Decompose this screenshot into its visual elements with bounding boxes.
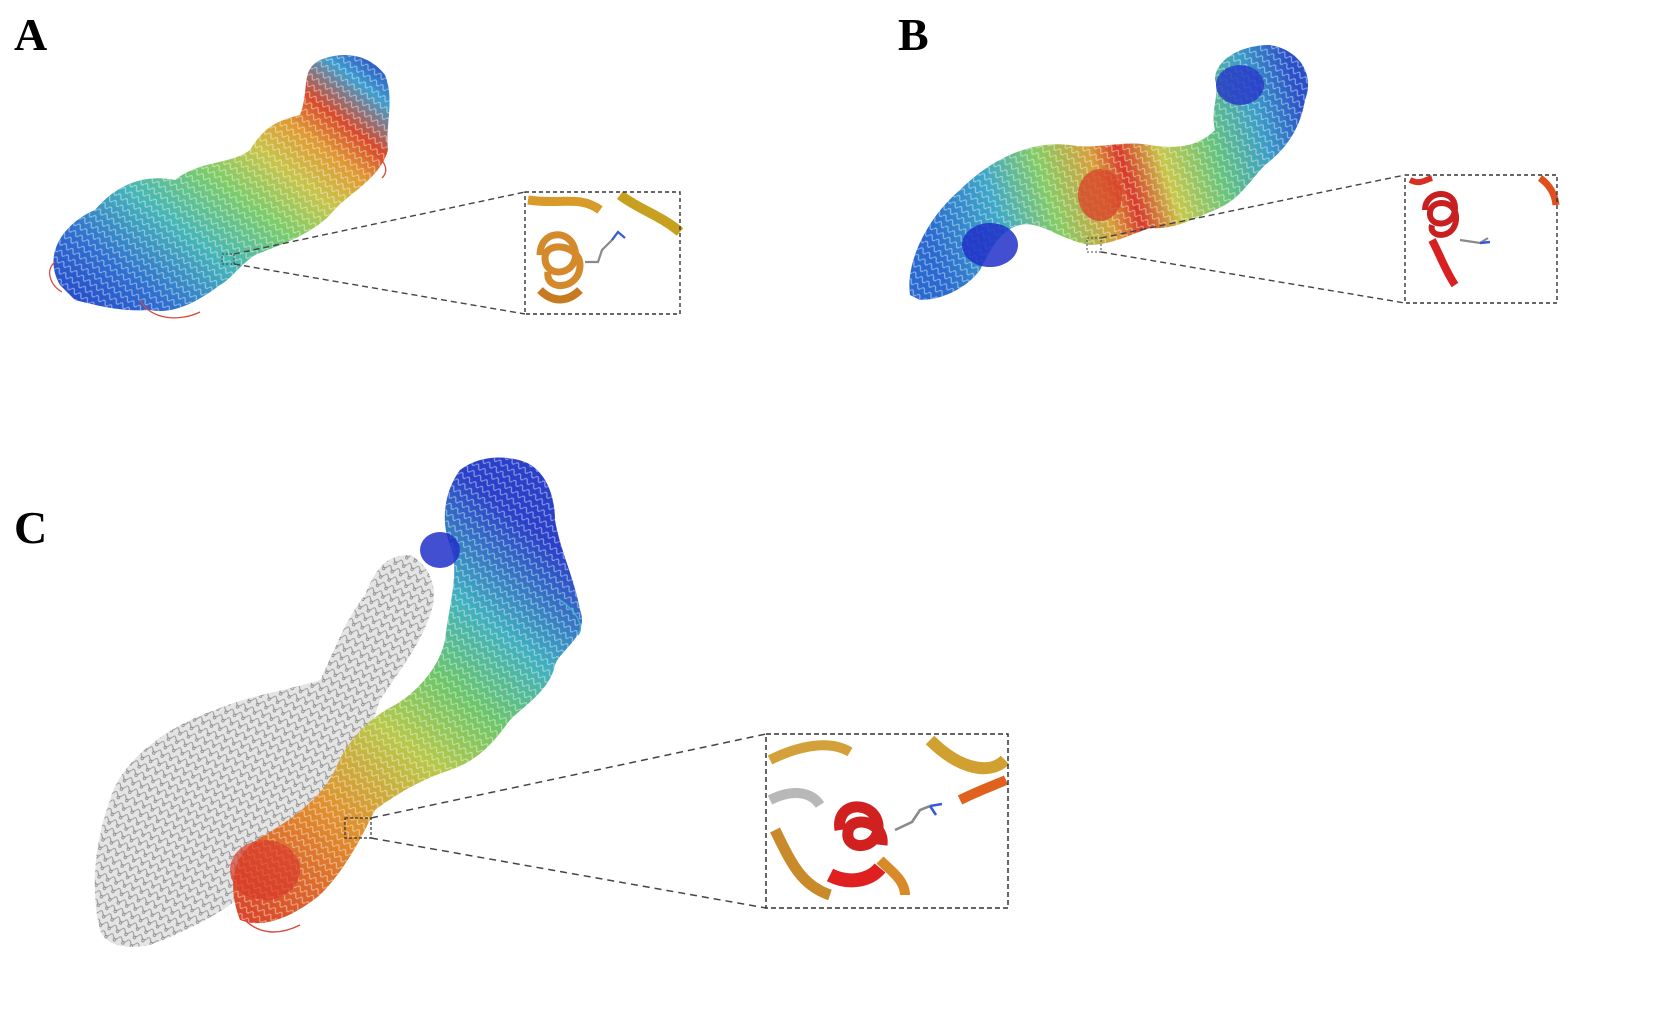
panel-a-protein-structure	[49, 55, 684, 319]
panel-c-zoom-marker	[344, 817, 372, 839]
panel-c-inset	[765, 733, 1010, 909]
panel-a-loops	[49, 149, 387, 319]
panel-c-protein-structure	[94, 457, 1010, 947]
panel-a-inset-border	[524, 191, 681, 315]
panel-c-dark-blue-domain	[420, 532, 460, 568]
panel-label-b: B	[898, 9, 929, 60]
panel-label-a: A	[14, 9, 48, 60]
panel-b-zoom-line-bottom	[1100, 251, 1406, 304]
panel-b-zoom-line-top	[1100, 174, 1406, 239]
panel-c-zoom-line-top	[370, 733, 767, 819]
panel-b-protein-structure	[909, 45, 1560, 304]
panel-c-grey-structure	[94, 555, 434, 947]
panel-label-c: C	[14, 502, 48, 553]
panel-a-inset	[524, 190, 684, 315]
panel-b-zoom-marker	[1086, 237, 1102, 253]
panel-c-inset-border	[765, 733, 1009, 909]
panel-a-zoom-marker	[221, 253, 235, 265]
panel-b-inset	[1404, 174, 1560, 304]
panel-b-dark-blue-domain	[962, 223, 1018, 267]
panel-c-side-chain	[894, 804, 931, 832]
panel-c-zoom-line-bottom	[370, 837, 767, 909]
panel-a-zoom-line-bottom	[233, 263, 526, 315]
